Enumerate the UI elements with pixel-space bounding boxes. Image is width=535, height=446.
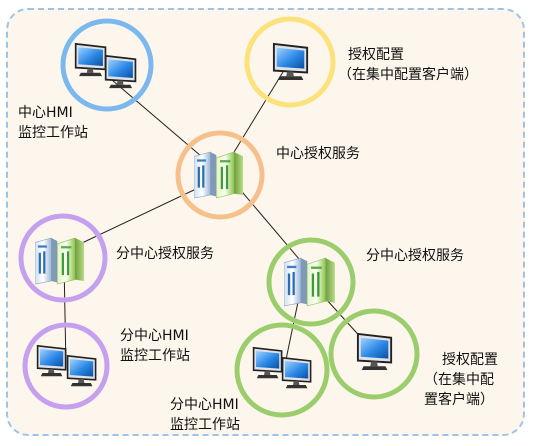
label-center-hmi: 中心HMI 监控工作站 bbox=[18, 103, 88, 143]
link-center-service-to-config bbox=[227, 71, 284, 163]
label-branch-service-left: 分中心授权服务 bbox=[116, 244, 214, 264]
label-line: 中心HMI bbox=[18, 105, 73, 121]
monitor-icon bbox=[272, 42, 309, 82]
server-pair-icon bbox=[35, 237, 85, 285]
link-center-hmi-to-center-service bbox=[111, 79, 216, 169]
rings bbox=[18, 16, 420, 418]
label-line: 置客户端） bbox=[424, 392, 494, 408]
ring-config-top bbox=[244, 16, 336, 108]
label-branch-service-right: 分中心授权服务 bbox=[366, 246, 464, 266]
ring-center-service bbox=[175, 130, 265, 220]
ring-branch-service-right bbox=[266, 237, 356, 327]
label-line: 分中心授权服务 bbox=[116, 246, 214, 262]
label-center-license-service: 中心授权服务 bbox=[276, 144, 360, 164]
label-branch-hmi-left: 分中心HMI 监控工作站 bbox=[120, 326, 190, 366]
label-line: 授权配置 bbox=[348, 47, 404, 63]
dual-monitor-icon bbox=[252, 346, 312, 390]
label-line: 监控工作站 bbox=[120, 348, 190, 364]
ring-center-hmi bbox=[60, 18, 154, 112]
server-pair-icon bbox=[284, 257, 336, 307]
monitor-icon bbox=[356, 332, 393, 372]
dual-monitor-icon bbox=[74, 42, 137, 90]
ring-branch-hmi-left bbox=[22, 322, 110, 410]
server-pair-icon bbox=[194, 151, 244, 199]
link-center-service-to-branch-right bbox=[231, 179, 306, 267]
label-line: 分中心HMI bbox=[170, 397, 239, 413]
dual-monitor-icon bbox=[36, 344, 97, 388]
label-line: 中心授权服务 bbox=[276, 146, 360, 162]
label-branch-hmi-bottom: 分中心HMI 监控工作站 bbox=[170, 395, 240, 435]
link-center-service-to-branch-left bbox=[62, 179, 216, 253]
label-line: 监控工作站 bbox=[18, 125, 88, 141]
label-line: 分中心HMI bbox=[120, 328, 189, 344]
label-line: 监控工作站 bbox=[170, 417, 240, 433]
label-line: 分中心授权服务 bbox=[366, 248, 464, 264]
label-license-config-top: 授权配置 （在集中配置客户端） bbox=[338, 45, 478, 85]
connector-lines bbox=[62, 71, 375, 375]
ring-branch-hmi-bottom bbox=[234, 322, 330, 418]
label-line: 授权配置 bbox=[442, 352, 498, 368]
ring-branch-service-left bbox=[18, 213, 108, 303]
label-line: （在集中配 bbox=[424, 372, 494, 388]
label-license-config-bottom: 授权配置 （在集中配 置客户端） bbox=[424, 350, 498, 410]
ring-config-bottom bbox=[328, 308, 420, 400]
label-line: （在集中配置客户端） bbox=[338, 67, 478, 83]
